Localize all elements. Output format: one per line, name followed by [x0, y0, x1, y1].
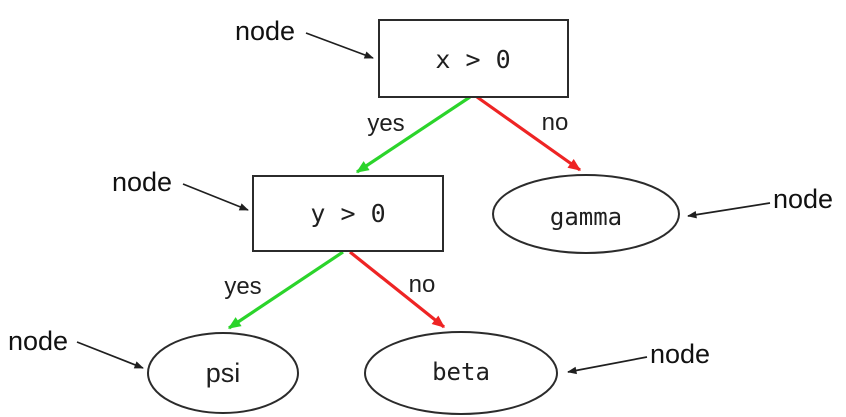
node-branch-label: y > 0	[310, 199, 385, 228]
annotation-arrow-gamma	[687, 202, 771, 219]
edge-label-yes-upper: yes	[367, 110, 404, 137]
annotation-label-branch: node	[112, 167, 172, 197]
edge-branch-no	[349, 250, 446, 329]
edge-label-yes-lower: yes	[224, 273, 261, 300]
annotation-arrow-root	[305, 32, 374, 59]
node-gamma-label: gamma	[550, 203, 622, 231]
edge-root-yes	[355, 95, 471, 174]
annotation-arrow-branch	[182, 183, 249, 211]
edge-root-no	[476, 95, 582, 172]
node-root-label: x > 0	[435, 45, 510, 74]
node-psi-ellipse	[147, 332, 299, 414]
node-beta-label: beta	[432, 358, 490, 386]
node-beta-ellipse	[364, 331, 558, 415]
annotation-label-beta: node	[650, 339, 710, 369]
node-branch-box	[252, 175, 444, 252]
node-gamma-ellipse	[492, 174, 680, 254]
annotation-label-gamma: node	[773, 184, 833, 214]
annotation-arrow-psi	[76, 341, 144, 369]
edge-label-no-lower: no	[409, 271, 436, 298]
node-root-box	[378, 19, 569, 98]
annotation-arrow-beta	[567, 356, 648, 375]
node-psi-label: psi	[206, 358, 241, 388]
edge-label-no-upper: no	[542, 109, 569, 136]
annotation-label-root: node	[235, 16, 295, 46]
annotation-label-psi: node	[8, 326, 68, 356]
edge-branch-yes	[227, 250, 344, 330]
